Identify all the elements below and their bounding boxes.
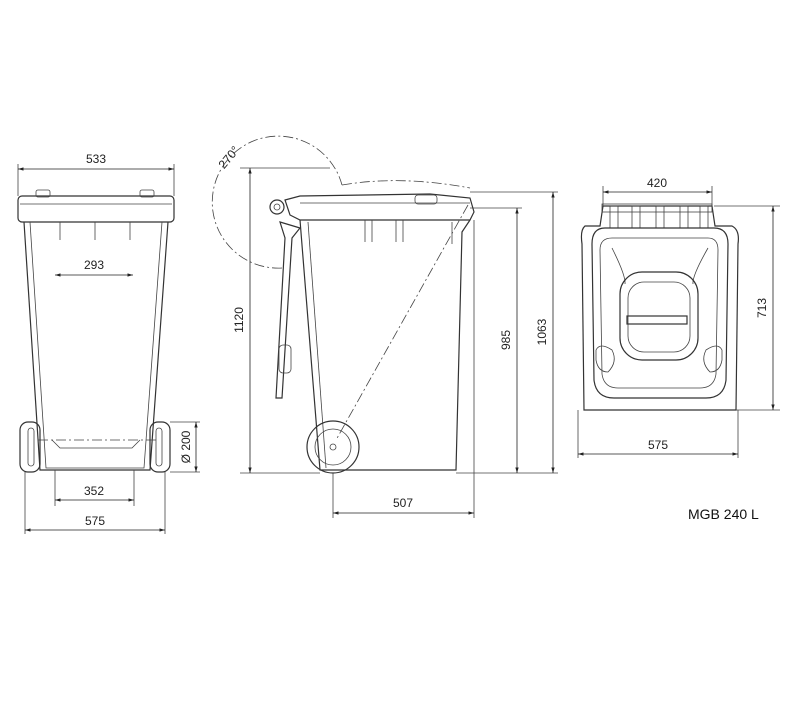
dim-side-body-height: 985 (499, 330, 513, 350)
dim-top-depth: 713 (755, 298, 769, 318)
dim-side-lid-height: 1063 (535, 318, 549, 345)
dim-wheel-diameter: Ø 200 (179, 430, 193, 463)
dim-side-total-height: 1120 (232, 307, 246, 333)
lid-swing-arc (211, 135, 343, 269)
side-body (299, 219, 471, 471)
side-hinge (269, 199, 285, 215)
top-label-slot (626, 315, 688, 325)
front-wheel-right (149, 421, 171, 473)
dim-front-overall-width: 575 (85, 514, 105, 528)
side-view: 270° 1120 985 1063 507 (211, 135, 558, 518)
dim-front-top-width: 533 (86, 152, 106, 166)
model-label: MGB 240 L (688, 506, 759, 522)
dim-front-wheel-track: 352 (84, 484, 104, 498)
dim-side-depth: 507 (393, 496, 413, 510)
dim-top-inner-width: 420 (647, 176, 667, 190)
top-grip (619, 271, 699, 361)
dim-front-inner-width: 293 (84, 258, 104, 272)
side-lid (284, 193, 475, 221)
front-body (23, 221, 169, 471)
front-view: 533 293 352 575 Ø 200 (17, 152, 200, 534)
top-outline (580, 205, 739, 411)
dim-top-width: 575 (648, 438, 668, 452)
front-lid (17, 195, 175, 223)
dim-lid-angle: 270° (216, 143, 243, 171)
top-view: 420 713 575 (577, 176, 780, 458)
side-handle (275, 221, 302, 399)
front-wheel-left (19, 421, 41, 473)
